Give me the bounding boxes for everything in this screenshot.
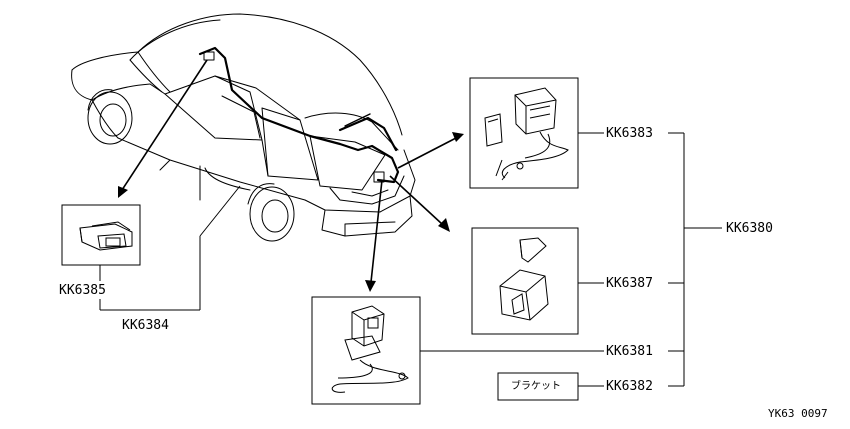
label-kk6381: KK6381 — [604, 344, 655, 359]
bracket-cover-part-box — [471, 227, 579, 335]
label-kk6385: KK6385 — [57, 283, 108, 298]
label-kk6387: KK6387 — [604, 276, 655, 291]
label-kk6383: KK6383 — [604, 126, 655, 141]
station-wagon-drawing — [71, 13, 416, 242]
figure-id: YK63 0097 — [766, 406, 830, 421]
leader-lines — [99, 132, 722, 387]
switch-part-box — [61, 204, 141, 266]
rear-camera-part-box — [311, 296, 421, 405]
callout-arrows — [118, 59, 464, 292]
camera-unit-part-box — [469, 77, 579, 189]
label-kk6380: KK6380 — [724, 221, 775, 236]
label-kk6382: KK6382 — [604, 379, 655, 394]
bracket-label-text: ブラケット — [511, 381, 561, 392]
label-kk6384: KK6384 — [120, 318, 171, 333]
